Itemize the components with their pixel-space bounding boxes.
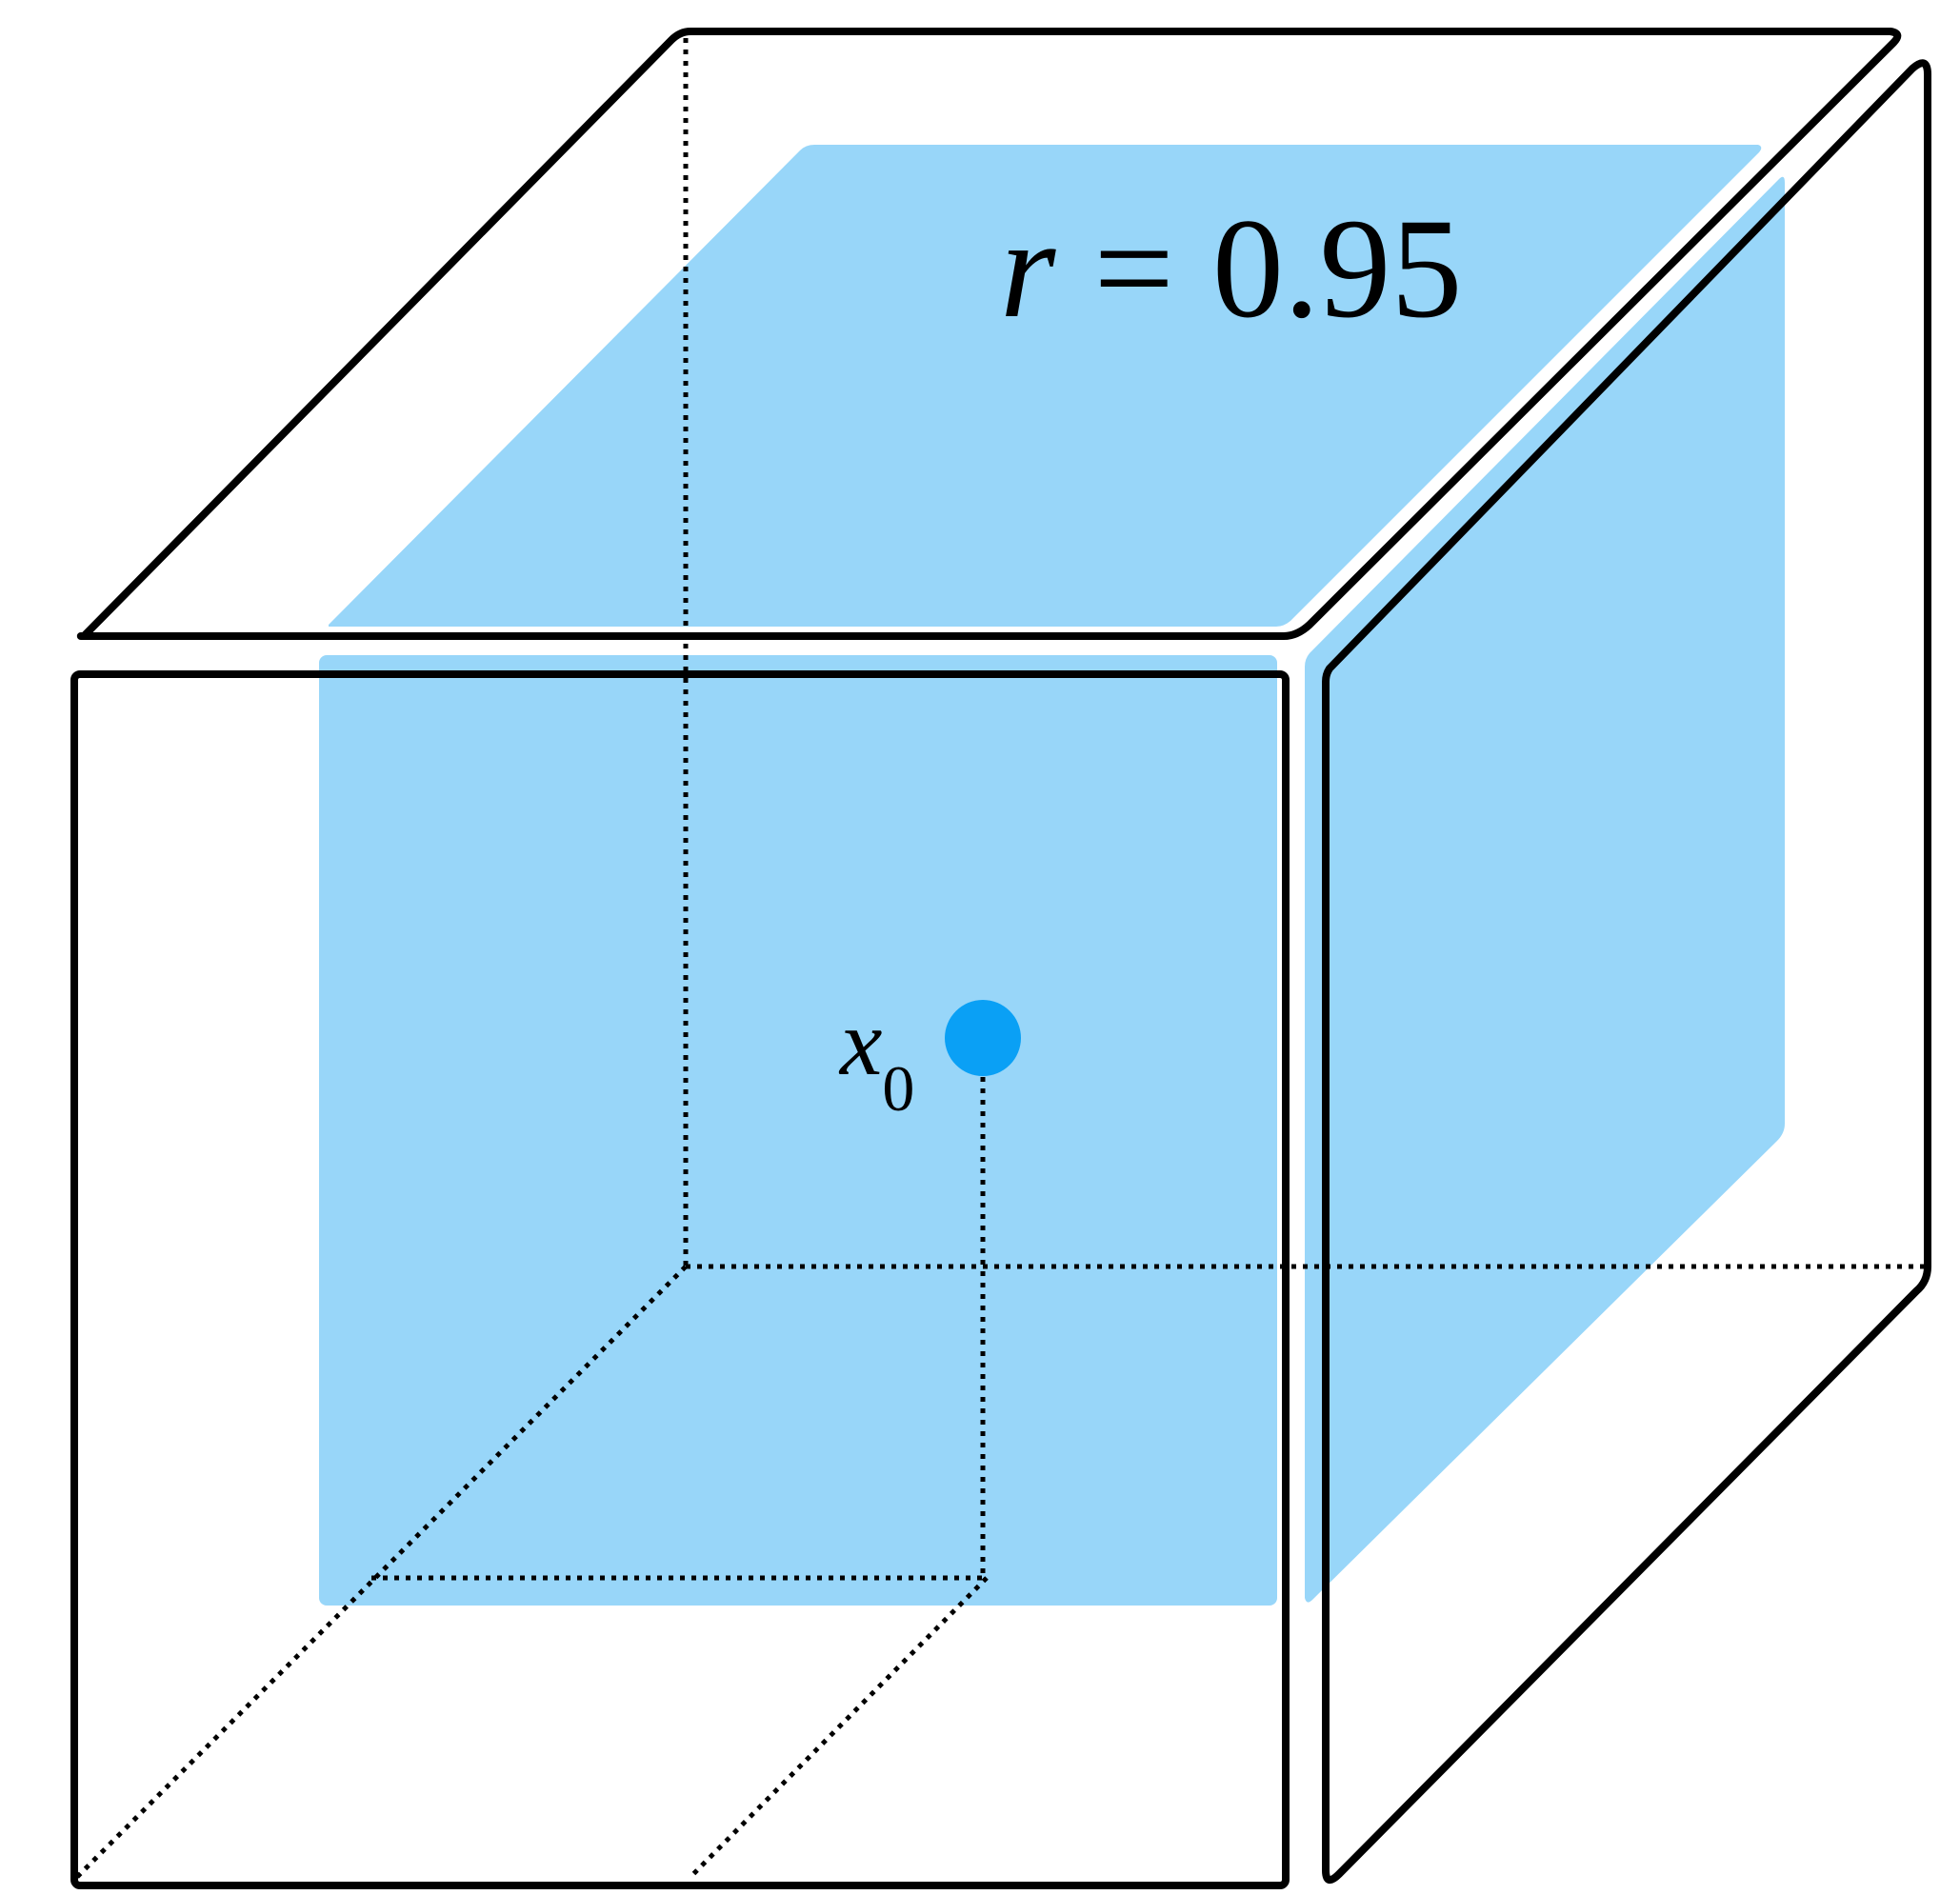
subcube-front-face bbox=[319, 655, 1277, 1606]
point-diagonal-guide bbox=[691, 1576, 989, 1876]
radius-label-variable: r bbox=[1000, 190, 1056, 348]
cube-front-face bbox=[70, 670, 1290, 1889]
subcube-right-face bbox=[1305, 176, 1785, 1603]
point-label-base: x bbox=[838, 989, 882, 1095]
radius-label: r=0.95 bbox=[1000, 190, 1462, 348]
subcube-top-face bbox=[329, 145, 1762, 627]
cube-right-face bbox=[1322, 59, 1931, 1884]
radius-label-value: 0.95 bbox=[1212, 190, 1463, 348]
radius-label-equals: = bbox=[1093, 190, 1174, 348]
cube-top-face bbox=[76, 28, 1902, 640]
point-x0-label: x0 bbox=[838, 989, 914, 1125]
point-label-subscript: 0 bbox=[882, 1052, 914, 1125]
point-x0-marker bbox=[945, 1000, 1021, 1076]
